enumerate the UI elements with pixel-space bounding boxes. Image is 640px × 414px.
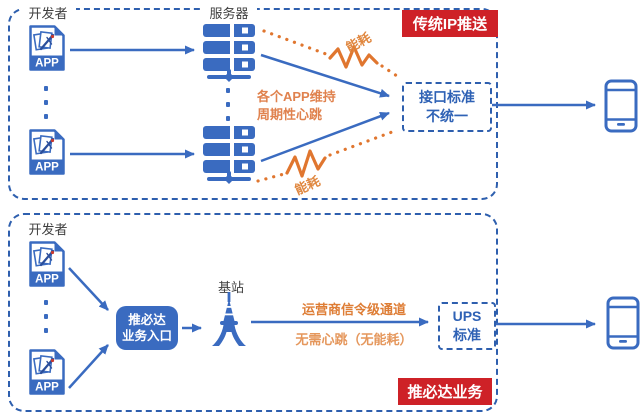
base-station-label: 基站 [204,277,258,296]
arrow-app3-to-entry-box [68,267,109,311]
arrow-server2-to-interface-box [260,111,390,163]
app-file-icon [28,348,66,396]
ellipsis-dots [44,300,48,333]
developer-label-top: 开发者 [20,3,76,22]
energy-dotted-line-upper-right [380,64,399,78]
phone-icon [606,296,640,350]
app-file-icon [28,128,66,176]
heartbeat-note-line2: 周期性心跳 [257,107,323,122]
app-file-icon [28,24,66,72]
arrow-server1-to-interface-box [260,53,390,98]
heartbeat-note-line1: 各个APP维持 [257,89,336,104]
energy-zigzag-upper [328,45,379,69]
ups-standard-line1: UPS [452,308,482,324]
interface-standard-box: 接口标准 不统一 [402,82,492,132]
server-icon [203,24,255,82]
app-file-icon [28,240,66,288]
interface-standard-line1: 接口标准 [419,89,475,105]
entry-box-line1: 推必达 [128,313,166,327]
entry-box-line2: 业务入口 [121,329,172,343]
ellipsis-dots [226,88,230,121]
energy-zigzag-lower [285,149,327,178]
no-heartbeat-note: 无需心跳（无能耗） [295,332,413,347]
server-icon [203,126,255,184]
tuibida-entry-box: 推必达 业务入口 [116,306,178,350]
server-label: 服务器 [201,3,257,22]
base-station-tower-icon [210,292,248,348]
energy-dotted-line-upper-left [262,29,328,56]
energy-dotted-line-lower-left [256,172,286,183]
phone-icon [604,79,638,133]
ups-standard-line2: 标准 [453,327,481,343]
developer-label-bottom: 开发者 [20,219,76,238]
operator-channel-note: 运营商信令级通道 [301,302,406,317]
arrow-app4-to-entry-box [68,344,109,389]
ellipsis-dots [44,86,48,119]
traditional-ip-push-badge: 传统IP推送 [402,10,498,37]
tuibida-business-panel [8,213,498,412]
energy-dotted-line-lower-right [328,130,394,157]
interface-standard-line2: 不统一 [426,108,468,124]
heartbeat-note: 各个APP维持 周期性心跳 [257,88,336,124]
ups-standard-box: UPS 标准 [438,302,496,350]
tuibida-business-badge: 推必达业务 [398,378,492,405]
